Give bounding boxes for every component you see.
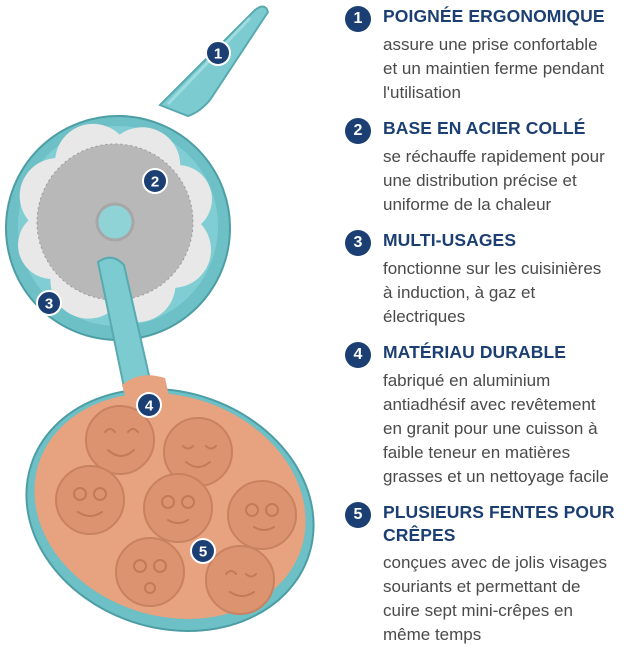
description-line: assure une prise confortable — [383, 35, 598, 54]
feature-title: POIGNÉE ERGONOMIQUE — [383, 6, 605, 26]
feature-description: assure une prise confortable et un maint… — [383, 33, 640, 105]
feature-title: BASE EN ACIER COLLÉ — [383, 118, 586, 138]
description-line: faible teneur en matières — [383, 443, 571, 462]
feature-title: MULTI-USAGES — [383, 230, 517, 250]
description-line: souriants et permettant de — [383, 577, 581, 596]
feature-description: conçues avec de jolis visages souriants … — [383, 551, 640, 647]
description-line: uniforme de la chaleur — [383, 195, 552, 214]
description-line: en granit pour une cuisson à — [383, 419, 598, 438]
svg-text:5: 5 — [199, 544, 207, 561]
feature-number: 1 — [345, 6, 371, 32]
svg-text:3: 3 — [45, 296, 53, 313]
svg-text:4: 4 — [145, 398, 154, 415]
feature-title: MATÉRIAU DURABLE — [383, 342, 567, 362]
description-line: et un maintien ferme pendant — [383, 59, 605, 78]
description-line: l'utilisation — [383, 83, 461, 102]
description-line: même temps — [383, 625, 482, 644]
feature-description: se réchauffe rapidement pour une distrib… — [383, 145, 640, 217]
description-line: fabriqué en aluminium — [383, 371, 551, 390]
svg-text:1: 1 — [214, 46, 222, 63]
feature-number: 5 — [345, 502, 371, 528]
feature-description: fonctionne sur les cuisinières à inducti… — [383, 257, 640, 329]
description-line: cuire sept mini-crêpes en — [383, 601, 573, 620]
title-line: CRÊPES — [383, 525, 456, 545]
marker-5: 5 — [190, 538, 216, 564]
marker-1: 1 — [205, 40, 231, 66]
pan-illustration: 1 2 3 4 5 — [5, 5, 315, 632]
feature-description: fabriqué en aluminium antiadhésif avec r… — [383, 369, 640, 489]
description-line: se réchauffe rapidement pour — [383, 147, 605, 166]
feature-number: 4 — [345, 342, 371, 368]
feature-number: 3 — [345, 230, 371, 256]
marker-3: 3 — [36, 290, 62, 316]
description-line: à induction, à gaz et — [383, 283, 536, 302]
feature-number: 2 — [345, 118, 371, 144]
description-line: conçues avec de jolis visages — [383, 553, 607, 572]
description-line: grasses et un nettoyage facile — [383, 467, 609, 486]
pan-top-view — [25, 256, 315, 632]
description-line: fonctionne sur les cuisinières — [383, 259, 602, 278]
marker-4: 4 — [136, 392, 162, 418]
description-line: électriques — [383, 307, 466, 326]
marker-2: 2 — [142, 168, 168, 194]
description-line: antiadhésif avec revêtement — [383, 395, 596, 414]
description-line: une distribution précise et — [383, 171, 577, 190]
title-line: PLUSIEURS FENTES POUR — [383, 502, 615, 522]
feature-title: PLUSIEURS FENTES POUR CRÊPES — [383, 501, 640, 547]
svg-text:2: 2 — [151, 174, 159, 191]
